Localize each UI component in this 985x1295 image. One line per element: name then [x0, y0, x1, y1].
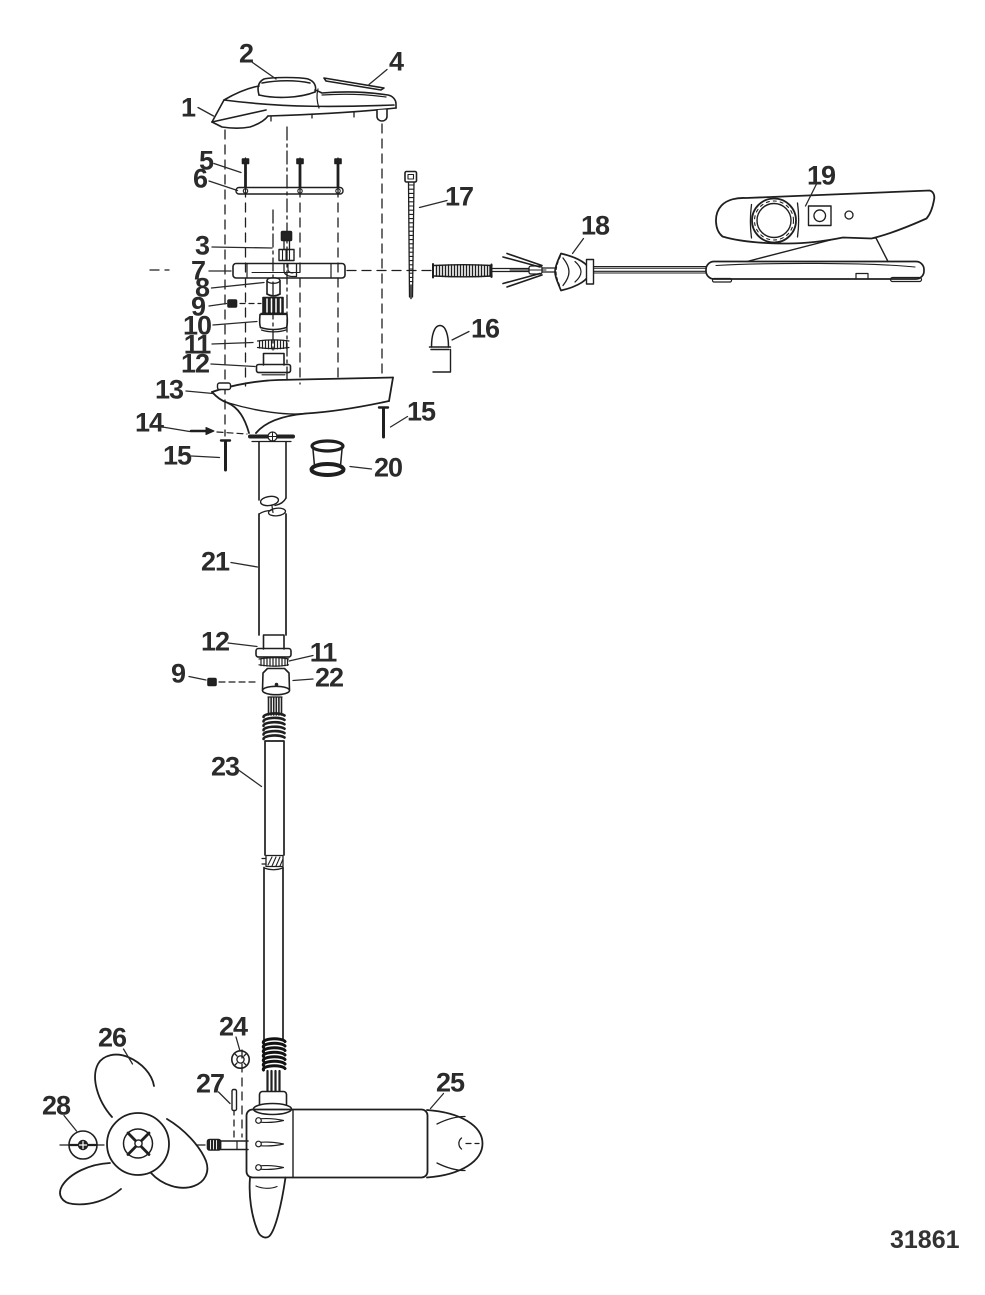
bracket-16 — [428, 324, 452, 373]
shaft-collar-nut — [252, 1090, 293, 1116]
callout-25: 25 — [435, 1067, 465, 1098]
callout-20: 20 — [373, 452, 403, 483]
armature-10 — [258, 296, 289, 333]
washer-11-lower — [258, 657, 290, 667]
callout-6: 6 — [192, 163, 208, 194]
prop-shaft — [206, 1138, 249, 1151]
bolt-15-right — [377, 406, 390, 439]
callout-2: 2 — [238, 38, 254, 69]
propeller-26 — [59, 1053, 209, 1206]
callout-14: 14 — [134, 407, 164, 438]
callout-9-lower: 9 — [170, 658, 186, 689]
drawing-part-number: 31861 — [890, 1226, 960, 1254]
callout-10: 10 — [182, 310, 212, 341]
callout-5: 5 — [198, 145, 214, 176]
callout-9-upper: 9 — [190, 291, 206, 322]
head-cover-assembly — [211, 76, 397, 129]
upper-shaft-21 — [258, 505, 287, 636]
mounting-screws-5 — [241, 158, 342, 189]
screw-14 — [189, 427, 248, 435]
callout-15-right: 15 — [406, 396, 436, 427]
callout-11-upper: 11 — [183, 329, 212, 360]
callout-13: 13 — [154, 374, 184, 405]
lower-housing-13 — [211, 376, 394, 507]
alignment-dashed-lines — [149, 123, 433, 437]
callout-12-lower: 12 — [200, 626, 230, 657]
bushing-12-upper — [255, 352, 292, 376]
prop-nut-28 — [68, 1130, 98, 1160]
spacer-plate-6 — [235, 186, 344, 195]
spline-section — [262, 696, 286, 741]
callout-4: 4 — [388, 46, 404, 77]
coupler-22 — [261, 667, 291, 696]
callout-3: 3 — [194, 230, 210, 261]
shaft-thread-bottom — [261, 1037, 287, 1072]
power-cable — [432, 252, 557, 288]
callout-23: 23 — [210, 751, 240, 782]
collar-20 — [309, 439, 346, 477]
callout-1: 1 — [180, 92, 196, 123]
drive-pin-27 — [231, 1088, 238, 1112]
callout-12-upper: 12 — [180, 348, 210, 379]
callout-22: 22 — [314, 662, 344, 693]
motor-wire-bundle — [266, 1069, 281, 1094]
lower-shaft-23 — [261, 740, 285, 1041]
key-9-upper — [227, 299, 262, 308]
washer-11-upper — [256, 339, 290, 350]
callout-24: 24 — [218, 1011, 248, 1042]
callout-8: 8 — [194, 272, 210, 303]
callout-21: 21 — [200, 546, 230, 577]
callout-leader-lines — [63, 61, 818, 1132]
cable-tie-17 — [404, 170, 418, 300]
foot-pedal-19 — [705, 189, 936, 283]
bolt-15-left — [219, 439, 232, 472]
fitting-3 — [278, 230, 295, 262]
callout-27: 27 — [195, 1068, 225, 1099]
callout-18: 18 — [580, 210, 610, 241]
nut-24 — [231, 1050, 251, 1070]
callout-7: 7 — [190, 255, 206, 286]
pivot-plate-7 — [232, 262, 346, 279]
callout-26: 26 — [97, 1022, 127, 1053]
skeg-fin — [248, 1176, 287, 1239]
motor-housing-25 — [245, 1108, 484, 1179]
callout-11-lower: 11 — [309, 637, 338, 668]
bushing-12-lower — [255, 634, 292, 658]
callout-17: 17 — [444, 181, 474, 212]
callout-15-left: 15 — [162, 440, 192, 471]
callout-16: 16 — [470, 313, 500, 344]
callout-28: 28 — [41, 1090, 71, 1121]
key-9-lower — [207, 677, 260, 687]
bushing-8 — [266, 277, 281, 297]
connector-18 — [554, 252, 708, 292]
cover-fin-4 — [323, 77, 385, 91]
callout-19: 19 — [806, 160, 836, 191]
